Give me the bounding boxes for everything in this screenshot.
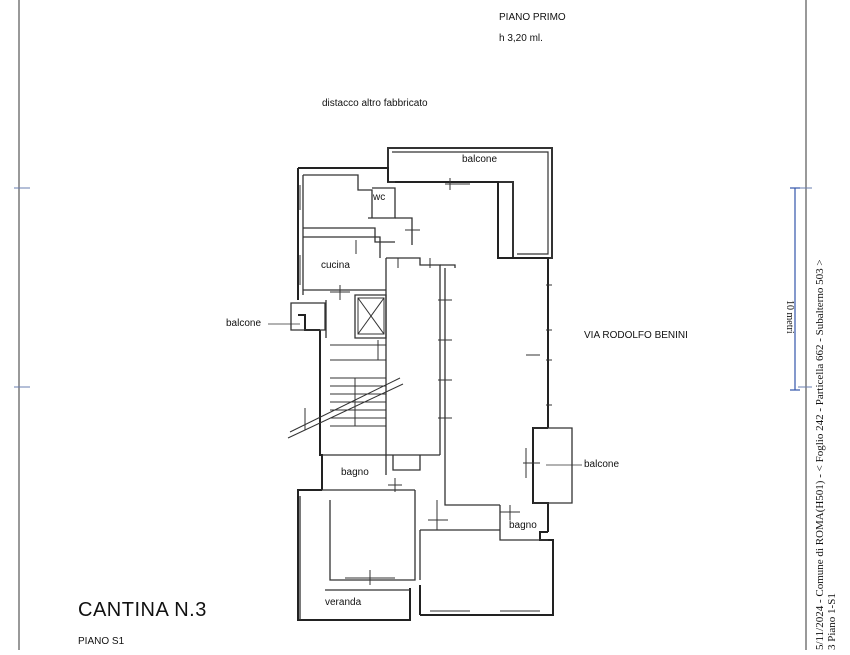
room-label-bagno-right: bagno [509, 520, 537, 531]
floor-title: PIANO PRIMO [499, 12, 566, 23]
street-label: VIA RODOLFO BENINI [584, 330, 688, 341]
room-label-wc: wc [373, 192, 386, 203]
ceiling-height: h 3,20 ml. [499, 33, 543, 44]
room-label-cucina: cucina [321, 260, 350, 271]
room-label-balcone-top: balcone [462, 154, 498, 165]
interior-walls [290, 174, 573, 620]
frame-ticks [14, 187, 812, 388]
cadastral-reference-line-2: 3 Piano 1-S1 [826, 593, 838, 650]
scale-bar [790, 187, 800, 391]
neighbor-building-label: distacco altro fabbricato [322, 98, 428, 109]
room-label-bagno-left: bagno [341, 467, 369, 478]
scale-label: 10 metri [784, 300, 795, 334]
room-label-balcone-left: balcone [226, 318, 262, 329]
opening-marks [299, 178, 552, 612]
stairs [287, 344, 404, 439]
leader-lines [268, 323, 582, 466]
cadastral-reference-line-1: 5/11/2024 - Comune di ROMA(H501) - < Fog… [814, 259, 826, 650]
room-label-veranda: veranda [325, 597, 362, 608]
elevator-shaft [357, 297, 385, 335]
cantina-title: CANTINA N.3 [78, 599, 207, 621]
cantina-floor-label: PIANO S1 [78, 636, 125, 647]
room-label-balcone-right: balcone [584, 459, 620, 470]
cadastral-reference: 5/11/2024 - Comune di ROMA(H501) - < Fog… [814, 259, 838, 650]
